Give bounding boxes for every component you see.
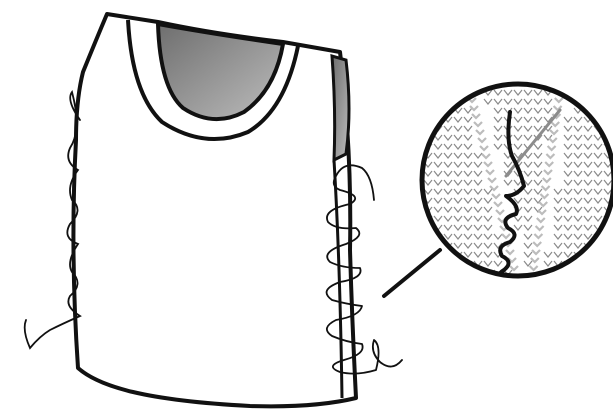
knit-stitch-icon [564,279,572,284]
knit-stitch-icon [444,99,452,104]
knit-stitch-icon [494,279,502,284]
knit-stitch-icon [444,270,452,275]
knit-stitch-icon [584,270,592,275]
knit-stitch-icon [424,126,432,131]
knit-stitch-icon [424,243,432,248]
knit-stitch-icon [424,90,432,95]
knit-stitch-icon [564,270,572,275]
knit-stitch-icon [504,279,512,284]
knit-stitch-icon [424,270,432,275]
knit-stitch-icon [484,279,492,284]
knit-stitch-icon [574,279,582,284]
knit-stitch-icon [464,270,472,275]
knit-stitch-icon [434,261,442,266]
knit-stitch-icon [604,108,612,113]
knit-stitch-icon [594,90,602,95]
knit-stitch-icon [604,252,612,257]
knit-stitch-icon [604,99,612,104]
knit-stitch-icon [584,252,592,257]
knit-stitch-icon [424,279,432,284]
knit-stitch-icon [554,279,562,284]
knit-stitch-icon [544,279,552,284]
knit-stitch-icon [604,261,612,266]
knit-stitch-icon [454,90,462,95]
knit-stitch-icon [584,279,592,284]
knit-stitch-icon [594,99,602,104]
knit-stitch-icon [444,90,452,95]
knit-stitch-icon [594,252,602,257]
knit-stitch-icon [434,90,442,95]
knit-stitch-icon [604,279,612,284]
knit-stitch-icon [424,234,432,239]
knit-stitch-icon [594,243,602,248]
knit-stitch-icon [454,270,462,275]
knit-stitch-icon [574,90,582,95]
knit-stitch-icon [604,126,612,131]
magnifier-detail-icon [384,82,613,296]
knit-stitch-icon [584,261,592,266]
knit-stitch-icon [604,270,612,275]
knit-stitch-icon [434,243,442,248]
knit-stitch-icon [424,108,432,113]
knit-stitch-icon [574,261,582,266]
knit-stitch-icon [434,279,442,284]
knit-stitch-icon [584,90,592,95]
knit-stitch-icon [594,108,602,113]
knit-stitch-icon [424,117,432,122]
knit-stitch-icon [594,261,602,266]
knit-stitch-icon [604,243,612,248]
knit-stitch-icon [444,261,452,266]
knit-stitch-icon [434,270,442,275]
knit-stitch-icon [444,252,452,257]
knit-stitch-icon [454,279,462,284]
knit-stitch-icon [594,270,602,275]
knit-stitch-icon [574,270,582,275]
knit-stitch-icon [424,99,432,104]
knit-stitch-icon [604,234,612,239]
knit-stitch-icon [444,279,452,284]
knit-stitch-icon [584,99,592,104]
knit-stitch-icon [604,90,612,95]
knit-stitch-icon [454,261,462,266]
knit-stitch-icon [434,108,442,113]
knit-stitch-icon [464,279,472,284]
knit-stitch-icon [604,117,612,122]
knit-stitch-icon [594,279,602,284]
knit-stitch-icon [474,279,482,284]
knit-stitch-icon [434,99,442,104]
